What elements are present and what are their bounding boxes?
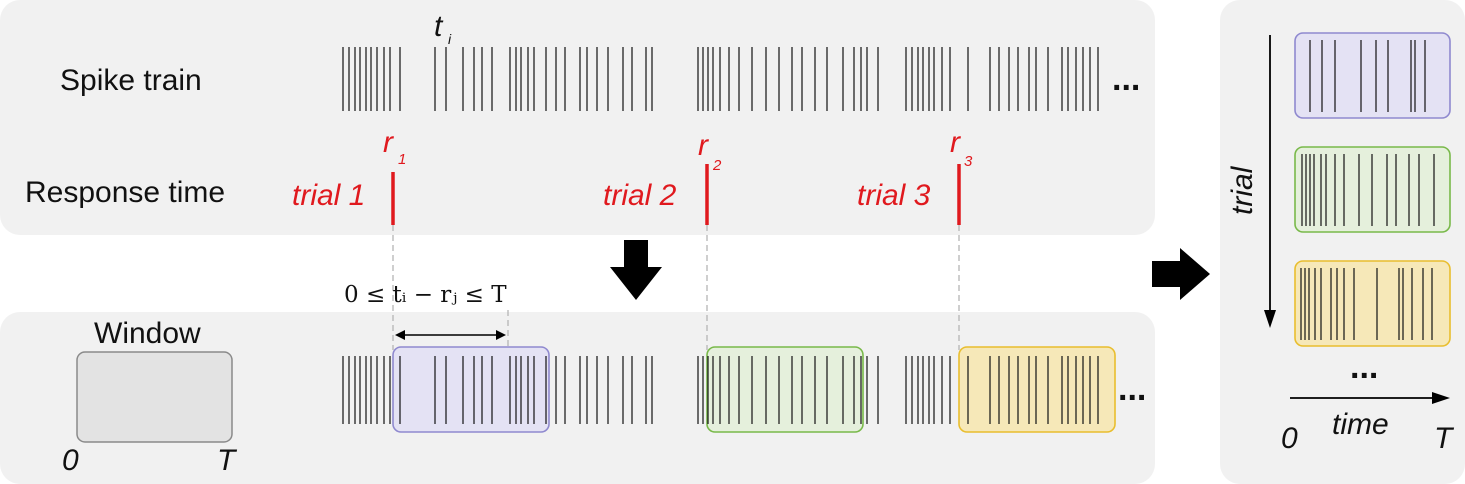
time-axis-start: 0: [1281, 422, 1298, 455]
trial-3-label: trial 3: [857, 179, 931, 212]
response-symbol-3: r: [950, 126, 961, 159]
window-constraint: 0 ≤ tᵢ − rⱼ ≤ T: [344, 282, 507, 308]
spike-train-ellipsis: ...: [1112, 60, 1140, 98]
top-panel: [0, 0, 1155, 235]
spike-train-top: [342, 47, 1099, 111]
response-time-label: Response time: [25, 176, 225, 209]
response-subscript-2: 2: [712, 157, 722, 174]
aligned-ellipsis: ...: [1350, 348, 1378, 386]
spike-time-symbol: t: [434, 10, 444, 43]
aligned-trial-3: [1294, 260, 1451, 347]
right-panel: [1220, 0, 1465, 484]
spike-time-subscript: i: [448, 31, 452, 47]
trial-1-label: trial 1: [292, 179, 365, 212]
trial-axis-label: trial: [1226, 165, 1259, 215]
trial-axis-arrowhead: [1264, 310, 1276, 328]
windowed-train-ellipsis: ...: [1118, 370, 1146, 408]
window-trial-1: [392, 346, 550, 433]
response-symbol-2: r: [698, 129, 709, 162]
window-trial-3: [958, 346, 1116, 433]
time-axis-end: T: [1434, 422, 1455, 455]
window-end-label: T: [217, 444, 238, 477]
down-arrow-icon: [610, 240, 662, 300]
window-trial-2: [706, 346, 864, 433]
time-axis-arrowhead: [1432, 392, 1450, 404]
time-axis-label: time: [1332, 408, 1389, 441]
spike-train-label: Spike train: [60, 64, 202, 97]
aligned-trial-1: [1294, 32, 1451, 119]
response-subscript-3: 3: [964, 153, 973, 170]
window-start-label: 0: [62, 444, 79, 477]
spike-train-bottom: [342, 356, 1099, 424]
aligned-spikes: [1300, 40, 1435, 340]
trial-2-label: trial 2: [603, 179, 677, 212]
window-template: [76, 351, 233, 443]
window-span-arrowhead-left: [395, 330, 405, 340]
window-span-arrowhead-right: [496, 330, 506, 340]
window-label: Window: [94, 317, 201, 350]
response-subscript-1: 1: [398, 151, 406, 168]
bottom-panel: [0, 312, 1155, 484]
right-arrow-icon: [1152, 248, 1210, 300]
response-symbol-1: r: [383, 126, 394, 159]
